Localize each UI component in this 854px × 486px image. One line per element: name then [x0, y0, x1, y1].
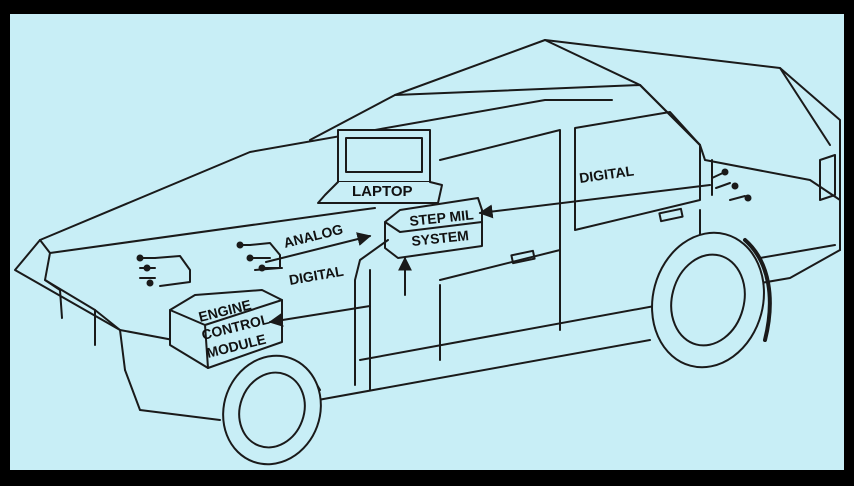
pin-dot [259, 265, 266, 272]
pin-dot [147, 280, 154, 287]
pin-dot [732, 183, 739, 190]
pin-dot [144, 265, 151, 272]
pin-dot [745, 195, 752, 202]
laptop-label: LAPTOP [352, 183, 413, 200]
pin-dot [137, 255, 144, 262]
pin-dot [247, 255, 254, 262]
pin-dot [722, 169, 729, 176]
pin-dot [237, 242, 244, 249]
